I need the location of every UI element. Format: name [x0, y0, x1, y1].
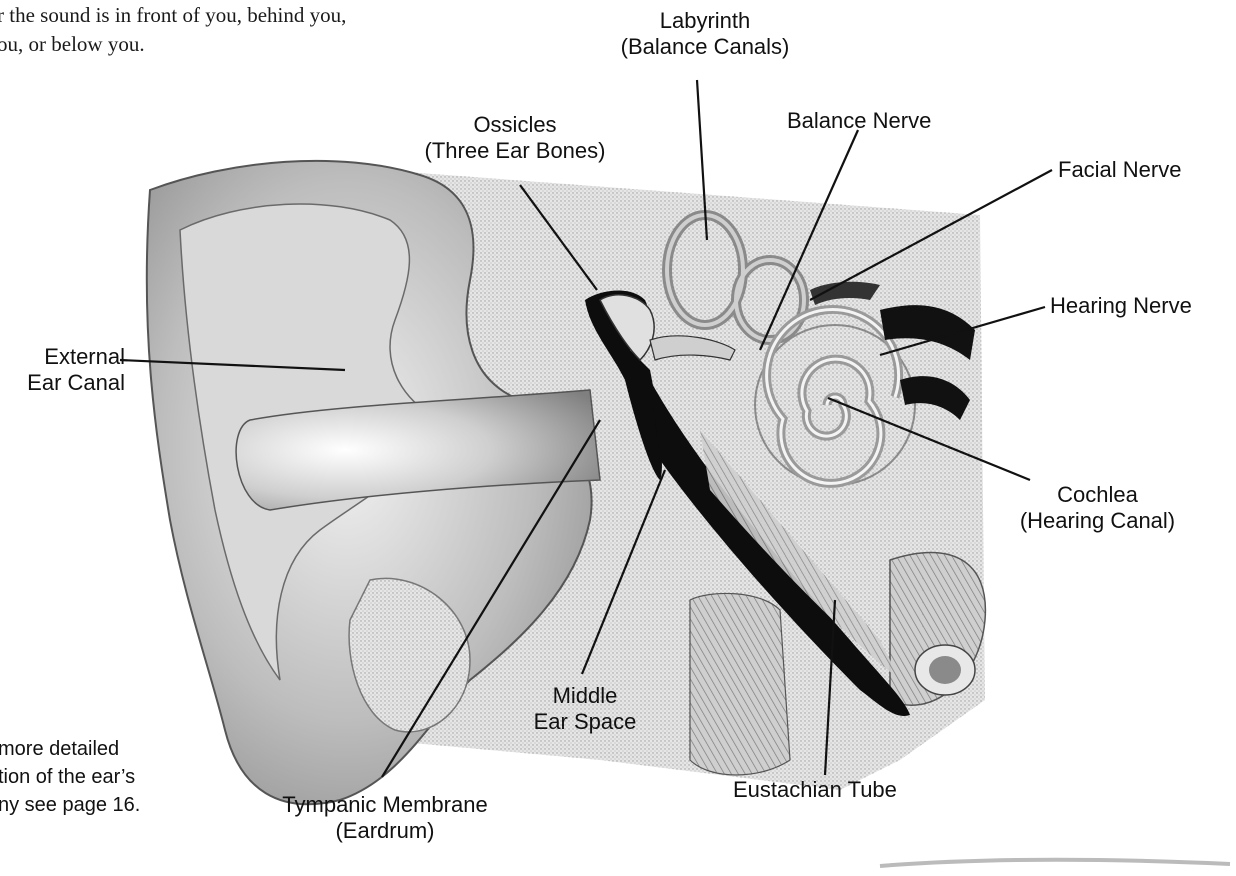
label-eustachian-tube: Eustachian Tube	[733, 777, 897, 803]
intro-text-line-2: ou, or below you.	[0, 31, 145, 57]
lower-muscle-shape	[690, 593, 790, 775]
label-labyrinth: Labyrinth (Balance Canals)	[600, 8, 810, 60]
side-note-line-1: more detailed	[0, 735, 119, 763]
label-middle-ear-space: Middle Ear Space	[515, 683, 655, 735]
label-facial-nerve: Facial Nerve	[1058, 157, 1181, 183]
label-hearing-nerve: Hearing Nerve	[1050, 293, 1192, 319]
side-note-line-3: ny see page 16.	[0, 791, 140, 819]
label-cochlea: Cochlea (Hearing Canal)	[1000, 482, 1195, 534]
side-note-line-2: tion of the ear’s	[0, 763, 135, 791]
label-external-ear-canal: External Ear Canal	[0, 344, 125, 396]
label-tympanic-membrane: Tympanic Membrane (Eardrum)	[255, 792, 515, 844]
intro-text-line-1: r the sound is in front of you, behind y…	[0, 2, 346, 28]
label-balance-nerve: Balance Nerve	[787, 108, 931, 134]
label-ossicles: Ossicles (Three Ear Bones)	[400, 112, 630, 164]
